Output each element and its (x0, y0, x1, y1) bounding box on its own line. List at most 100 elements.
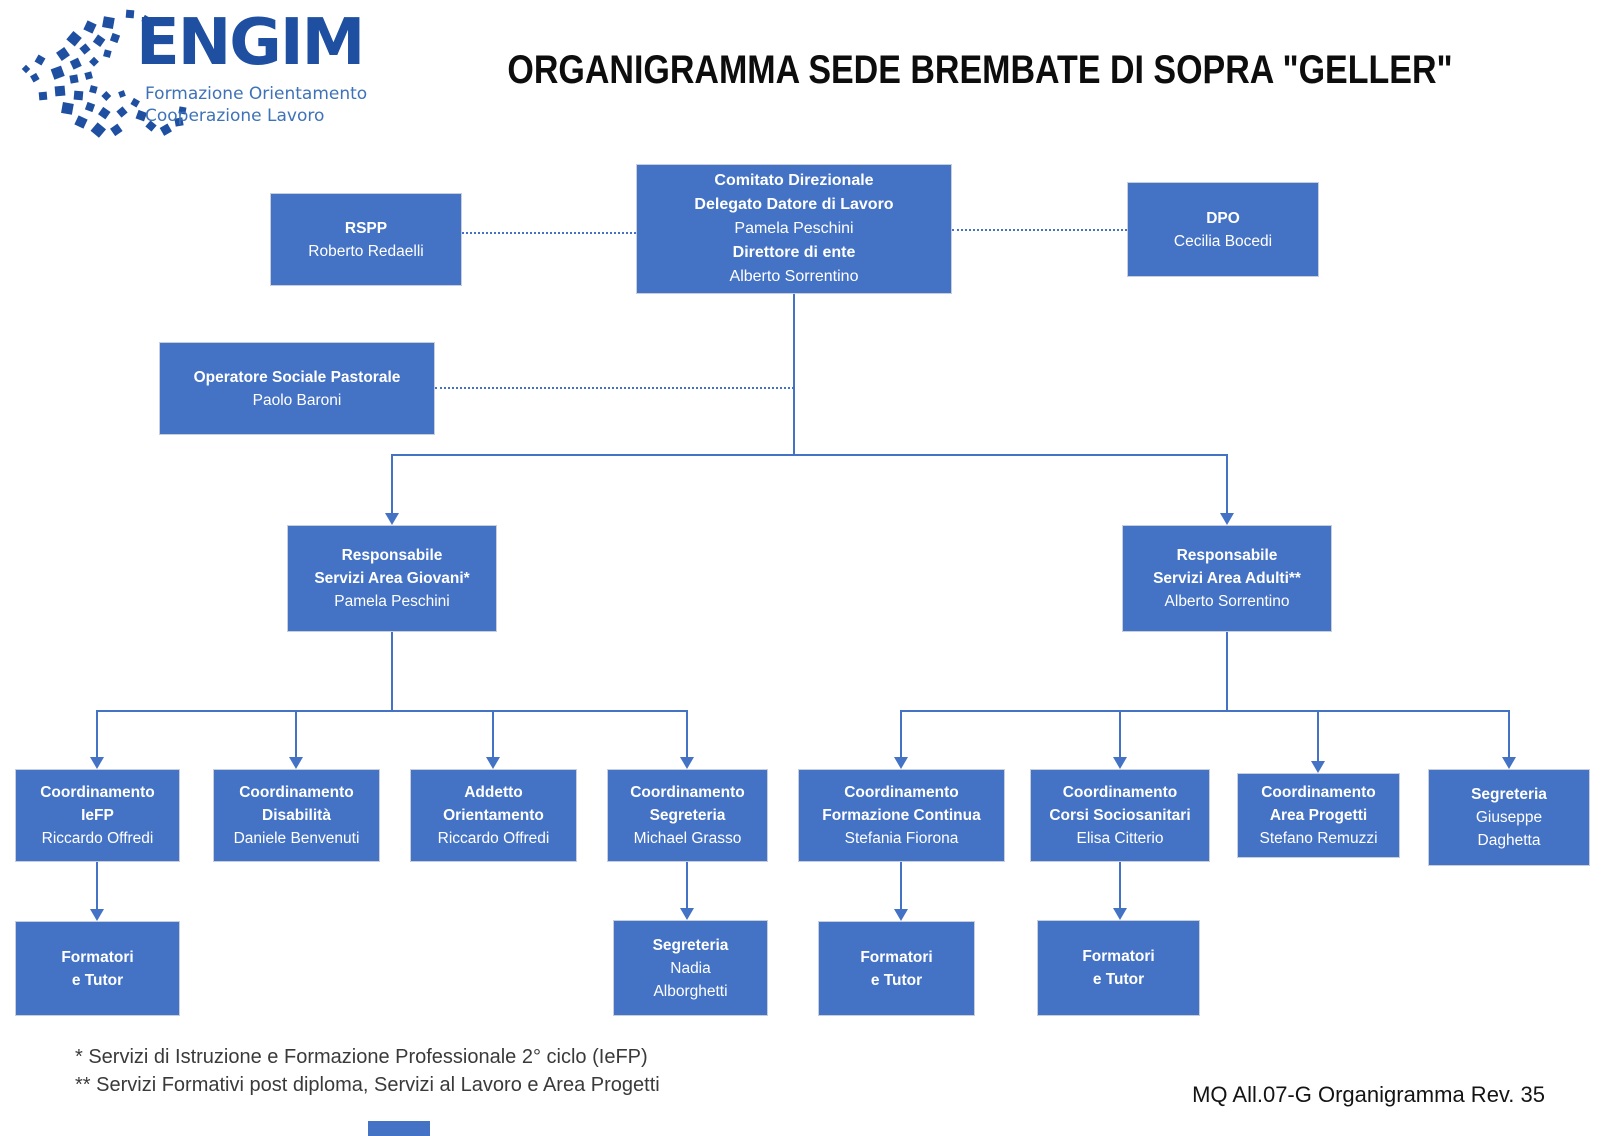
box-line: Paolo Baroni (252, 391, 342, 409)
connector-sociosanitari-formatori (1119, 862, 1121, 908)
box-line: Delegato Datore di Lavoro (694, 196, 894, 213)
engim-tagline-line2: Cooperazione Lavoro (145, 106, 325, 126)
org-box-formatori-tutor-formazione-continua: Formatori e Tutor (818, 921, 975, 1016)
connector-arrow-area-progetti (1311, 761, 1325, 773)
box-line: Corsi Sociosanitari (1049, 807, 1191, 824)
box-line: Addetto (464, 784, 523, 801)
box-line: e Tutor (870, 971, 923, 989)
connector-rspp-comitato (462, 232, 636, 234)
box-line: Coordinamento (630, 784, 745, 801)
connector-to-area-progetti (1317, 710, 1319, 761)
box-line: Pamela Peschini (734, 220, 854, 237)
box-line: Alborghetti (653, 982, 728, 1000)
box-line: IeFP (81, 807, 114, 824)
box-line: Coordinamento (40, 784, 155, 801)
connector-to-disabilita (295, 710, 297, 757)
box-line: Operatore Sociale Pastorale (193, 368, 401, 386)
box-line: Michael Grasso (633, 830, 742, 847)
box-line: Coordinamento (239, 784, 354, 801)
connector-formcontinua-formatori (900, 862, 902, 909)
box-line: Segreteria (649, 807, 726, 824)
connector-adulti-down (1226, 632, 1228, 711)
box-line: Formatori (1082, 948, 1155, 965)
box-line: Orientamento (443, 807, 544, 824)
box-line: Area Progetti (1269, 807, 1368, 824)
footnote-giovani: * Servizi di Istruzione e Formazione Pro… (75, 1046, 648, 1068)
box-line: Formazione Continua (822, 807, 981, 824)
engim-logo: ENGIM Formazione Orientamento Cooperazio… (8, 4, 378, 144)
connector-to-form-continua (900, 710, 902, 757)
box-line: Responsabile (1176, 547, 1278, 564)
box-line: Stefania Fiorona (844, 830, 959, 847)
box-line: Servizi Area Giovani* (314, 570, 470, 587)
connector-arrow-formatori1 (90, 909, 104, 921)
connector-arrow-segreteria-g (680, 757, 694, 769)
connector-to-iefp (96, 710, 98, 757)
engim-tagline-line1: Formazione Orientamento (145, 84, 368, 104)
box-line: Pamela Peschini (334, 593, 450, 610)
connector-to-adulti (1226, 455, 1228, 513)
box-line: Responsabile (341, 547, 443, 564)
connector-arrow-iefp (90, 757, 104, 769)
footnote-adulti: ** Servizi Formativi post diploma, Servi… (75, 1074, 660, 1096)
box-line: Coordinamento (844, 784, 959, 801)
box-line: RSPP (344, 219, 388, 237)
box-line: Giuseppe (1475, 809, 1543, 826)
connector-arrow-segreteria-nadia (680, 908, 694, 920)
box-line: Direttore di ente (732, 244, 856, 261)
box-line: Stefano Remuzzi (1259, 830, 1378, 847)
connector-arrow-orientamento (486, 757, 500, 769)
org-box-formatori-tutor-sociosanitari: Formatori e Tutor (1037, 920, 1200, 1016)
org-box-formatori-tutor-iefp: Formatori e Tutor (15, 921, 180, 1016)
connector-arrow-form-continua (894, 757, 908, 769)
box-line: Servizi Area Adulti** (1153, 570, 1301, 587)
box-line: Daniele Benvenuti (233, 830, 360, 847)
box-line: Formatori (61, 948, 134, 966)
connector-arrow-segreteria-a (1502, 757, 1516, 769)
box-line: Coordinamento (1261, 784, 1376, 801)
connector-adulti-splitter (900, 710, 1510, 712)
box-line: Daghetta (1477, 832, 1541, 849)
org-box-dpo: DPO Cecilia Bocedi (1127, 182, 1319, 277)
box-line: Comitato Direzionale (714, 172, 874, 189)
box-line: Cecilia Bocedi (1173, 232, 1273, 250)
connector-arrow-adulti (1220, 513, 1234, 525)
box-line: Alberto Sorrentino (1164, 593, 1290, 610)
connector-operatore-trunk (435, 387, 794, 389)
box-line: Nadia (670, 959, 711, 977)
connector-top-splitter (391, 454, 1228, 456)
connector-to-orientamento (492, 710, 494, 757)
box-line: DPO (1206, 209, 1240, 227)
connector-to-segreteria-g (686, 710, 688, 757)
box-line: Formatori (860, 948, 933, 966)
box-line: e Tutor (71, 971, 124, 989)
connector-arrow-formatori3 (1113, 908, 1127, 920)
box-line: Riccardo Offredi (41, 830, 154, 847)
box-line: Coordinamento (1062, 784, 1178, 801)
engim-mosaic-icon (21, 9, 187, 138)
connector-to-sociosanitari (1119, 710, 1121, 757)
connector-giovani-splitter (96, 710, 688, 712)
box-line: Alberto Sorrentino (729, 268, 859, 285)
box-line: Segreteria (652, 936, 729, 954)
connector-giovani-down (391, 632, 393, 711)
box-line: Elisa Citterio (1076, 830, 1164, 847)
document-reference: MQ All.07-G Organigramma Rev. 35 (1192, 1082, 1545, 1107)
page-title: ORGANIGRAMMA SEDE BREMBATE DI SOPRA "GEL… (507, 48, 1453, 92)
connector-arrow-sociosanitari (1113, 757, 1127, 769)
box-line: e Tutor (1092, 971, 1145, 988)
box-line: Disabilità (262, 807, 331, 824)
engim-logo-text: ENGIM (136, 6, 365, 80)
